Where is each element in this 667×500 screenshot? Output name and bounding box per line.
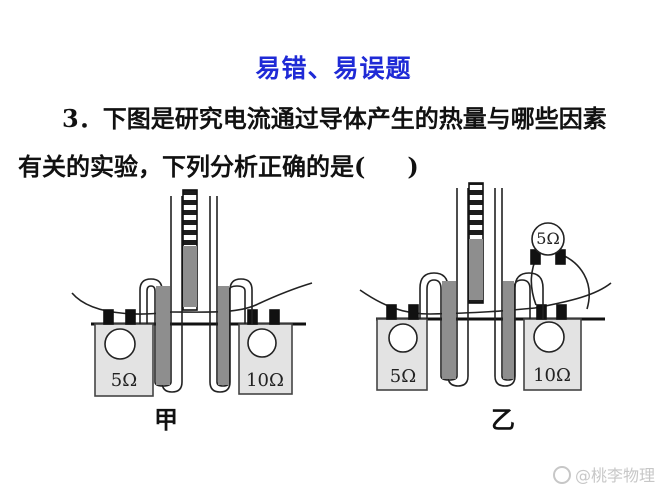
external-resistor-coil [531, 222, 565, 256]
watermark: @桃李物理 [552, 462, 655, 486]
left-resistor-label-5-ohm: 5Ω [111, 370, 137, 391]
question-line-2: 有关的实验，下列分析正确的是() [18, 143, 658, 191]
right-terminal-b [408, 304, 419, 320]
left-figure-caption: 甲 [154, 405, 178, 434]
left-u-tube-inner [146, 196, 172, 387]
right-terminal-a [386, 304, 397, 320]
circle-icon [552, 466, 571, 484]
right-right-heater-coil [533, 321, 565, 353]
right-resistor-label-5-ohm: 5Ω [390, 366, 416, 387]
section-title: 易错、易误题 [255, 54, 412, 83]
left-terminal-b [125, 309, 136, 325]
external-resistor-label-5-ohm: 5Ω [536, 229, 559, 248]
left-apparatus [71, 189, 313, 397]
experiment-diagram: 5Ω 10Ω 5Ω 10Ω 5Ω [71, 182, 612, 397]
right-terminal-d [556, 304, 567, 320]
left-terminal-d [269, 309, 280, 325]
right-terminal-c [536, 304, 547, 320]
watermark-text: @桃李物理 [574, 466, 655, 485]
right-apparatus [359, 182, 612, 391]
right-heater-coil [247, 328, 277, 358]
question-text-line-2-prefix: 有关的实验，下列分析正确的是( [18, 152, 366, 181]
left-wire-right [257, 282, 313, 305]
question-blank-close: ) [407, 152, 419, 181]
question-number: 3． [62, 104, 103, 133]
question-text-line-1: 下图是研究电流通过导体产生的热量与哪些因素 [102, 104, 607, 133]
right-left-heater-coil [388, 323, 418, 353]
left-scale-liquid [183, 246, 197, 307]
question-text: 3．下图是研究电流通过导体产生的热量与哪些因素 有关的实验，下列分析正确的是() [18, 95, 658, 191]
right-liquid-column-right [503, 281, 514, 379]
right-resistor-label-10-ohm: 10Ω [533, 365, 571, 386]
left-heater-coil [104, 328, 136, 360]
left-liquid-column [156, 286, 170, 385]
left-container-left [94, 323, 154, 397]
left-u-tube-right-outer [209, 196, 253, 393]
question-line-1: 3．下图是研究电流通过导体产生的热量与哪些因素 [18, 95, 658, 143]
right-u-tube-inner [426, 188, 458, 381]
right-u-tube-right-outer [494, 188, 544, 387]
right-liquid-column [442, 281, 456, 379]
right-figure-caption: 乙 [491, 405, 515, 434]
right-scale-liquid [469, 239, 483, 300]
left-resistor-label-10-ohm: 10Ω [246, 370, 284, 391]
left-liquid-column-right [218, 286, 229, 385]
left-terminal-a [103, 309, 114, 325]
